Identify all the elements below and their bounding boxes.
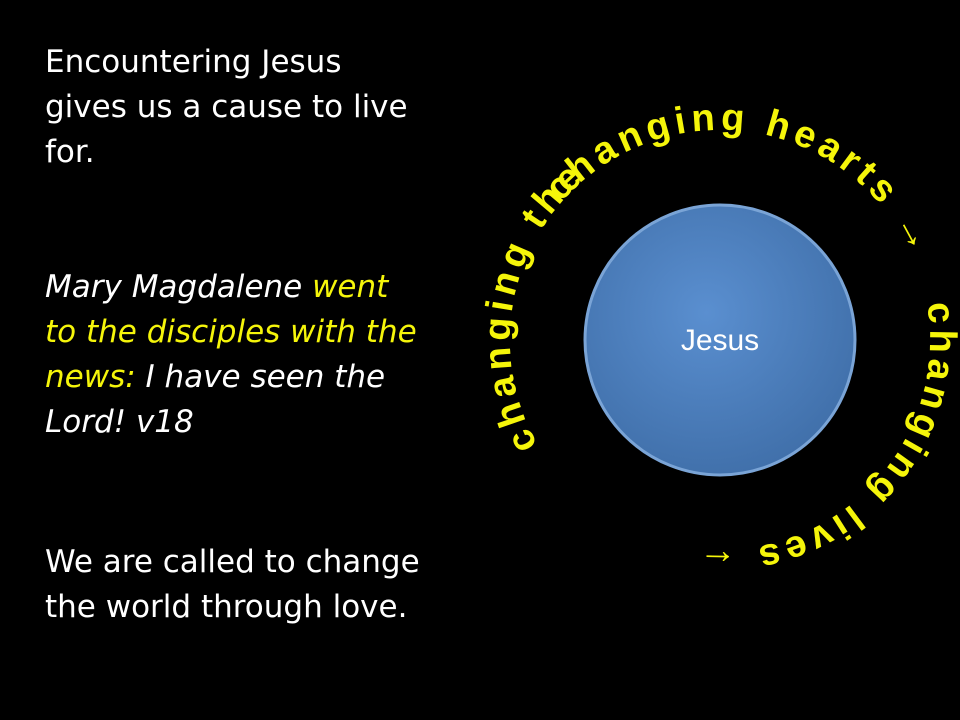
paragraph-cause: Encountering Jesus gives us a cause to l… [45, 40, 425, 175]
mary-name: Mary Magdalene [45, 269, 303, 305]
paragraph-mary: Mary Magdalene went to the disciples wit… [45, 265, 425, 445]
ring-changing-world: changing the world → [430, 60, 605, 460]
jesus-label: Jesus [681, 324, 759, 357]
paragraph-calling: We are called to change the world throug… [45, 540, 425, 630]
jesus-circle [583, 203, 857, 477]
paragraph-cause-text: Encountering Jesus gives us a cause to l… [45, 44, 408, 170]
mary-highlight: went to the disciples with the news: [45, 269, 417, 395]
ring-world-text: changing the world → [430, 60, 600, 460]
mary-quote: I have seen the Lord! v18 [45, 359, 386, 440]
cycle-diagram: Jesus changing hearts → changing lives ←… [430, 60, 958, 583]
paragraph-calling-text: We are called to change the world throug… [45, 544, 420, 625]
